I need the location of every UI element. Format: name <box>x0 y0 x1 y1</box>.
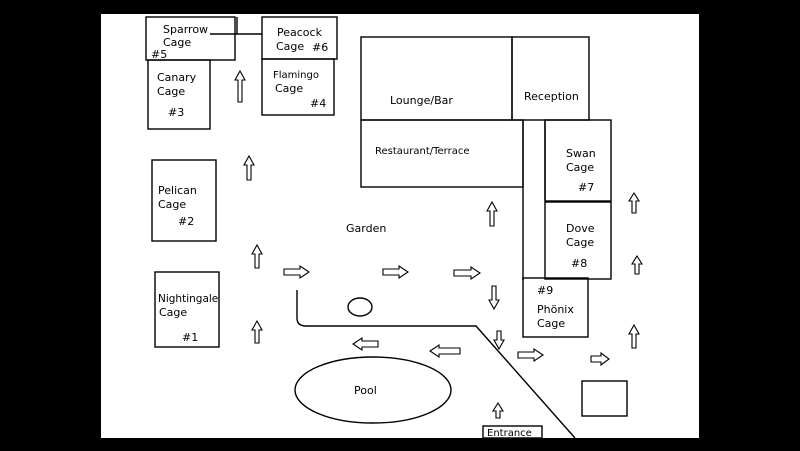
pelican-cage-name: Pelican <box>158 184 197 197</box>
dove-cage-label: Cage <box>566 236 594 249</box>
swan-cage[interactable]: Swan Cage #7 <box>544 119 612 202</box>
reception-label: Reception <box>524 90 579 103</box>
right-arrow-icon <box>590 351 610 367</box>
pelican-cage[interactable]: Pelican Cage #2 <box>151 159 217 242</box>
up-arrow-icon <box>243 154 255 181</box>
dove-cage[interactable]: Dove Cage #8 <box>544 201 612 280</box>
pelican-cage-label: Cage <box>158 198 186 211</box>
left-arrow-icon <box>352 336 379 352</box>
dove-cage-name: Dove <box>566 222 595 235</box>
dove-cage-number: #8 <box>571 257 587 270</box>
peacock-cage-number: #6 <box>312 41 328 54</box>
right-arrow-icon <box>382 264 409 280</box>
entrance-label: Entrance <box>487 428 532 439</box>
pelican-cage-number: #2 <box>178 215 194 228</box>
garden-label: Garden <box>346 222 386 235</box>
canary-cage-number: #3 <box>168 106 184 119</box>
up-arrow-icon <box>631 254 643 275</box>
pool-label: Pool <box>354 384 377 397</box>
pool[interactable]: Pool <box>294 356 452 424</box>
sparrow-cage-label: Cage <box>163 36 191 49</box>
swan-cage-name: Swan <box>566 147 596 160</box>
canary-cage-label: Cage <box>157 85 185 98</box>
walkway-path <box>296 290 576 439</box>
nightingale-cage[interactable]: Nightingale Cage #1 <box>154 271 220 348</box>
right-arrow-icon <box>517 347 544 363</box>
up-arrow-icon <box>486 200 498 227</box>
sparrow-cage-number: #5 <box>151 48 167 61</box>
peacock-cage-label: Cage <box>276 40 304 53</box>
up-arrow-icon <box>251 319 263 344</box>
right-arrow-icon <box>283 264 310 280</box>
left-arrow-icon <box>429 343 461 359</box>
fountain <box>347 297 373 317</box>
right-arrow-icon <box>453 265 481 281</box>
down-arrow-icon <box>493 330 505 351</box>
canary-cage[interactable]: Canary Cage #3 <box>147 59 211 130</box>
entrance[interactable]: Entrance <box>482 425 543 439</box>
peacock-cage-name: Peacock <box>277 26 323 39</box>
phoenix-cage-label: Cage <box>537 317 565 330</box>
nightingale-cage-label: Cage <box>159 306 187 319</box>
flamingo-cage[interactable]: Flamingo Cage #4 <box>261 58 335 116</box>
nightingale-cage-number: #1 <box>182 331 198 344</box>
up-arrow-icon <box>251 243 263 269</box>
small-building <box>581 380 628 417</box>
lounge-bar-label: Lounge/Bar <box>390 94 453 107</box>
map-background <box>101 14 699 438</box>
up-arrow-icon <box>628 191 640 214</box>
nightingale-cage-name: Nightingale <box>158 293 218 305</box>
sparrow-cage-name: Sparrow <box>163 23 208 36</box>
up-arrow-icon <box>234 69 246 103</box>
swan-cage-number: #7 <box>578 181 594 194</box>
flamingo-cage-number: #4 <box>310 97 326 110</box>
restaurant-terrace-label: Restaurant/Terrace <box>375 146 470 157</box>
phoenix-cage-name: Phönix <box>537 303 574 316</box>
up-arrow-icon <box>492 401 504 419</box>
phoenix-cage-number: #9 <box>537 284 553 297</box>
down-arrow-icon <box>488 285 500 311</box>
up-arrow-icon <box>628 323 640 349</box>
phoenix-cage[interactable]: #9 Phönix Cage <box>522 277 589 338</box>
swan-cage-label: Cage <box>566 161 594 174</box>
flamingo-cage-label: Cage <box>275 82 303 95</box>
canary-cage-name: Canary <box>157 71 197 84</box>
flamingo-cage-name: Flamingo <box>273 70 319 81</box>
